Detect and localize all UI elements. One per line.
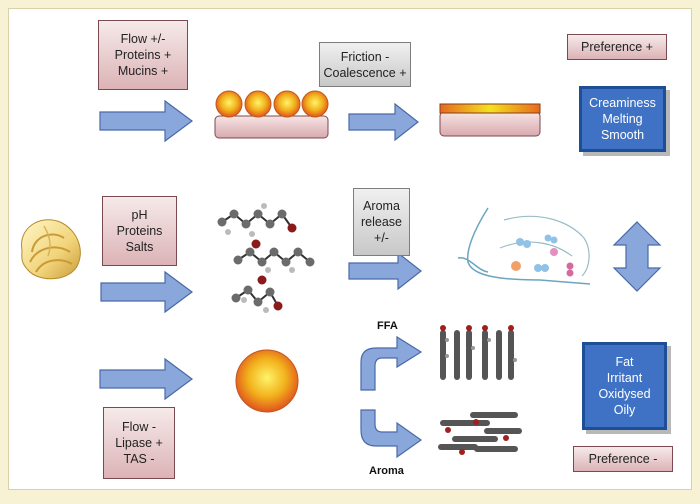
box-line: Flow -	[121, 420, 157, 434]
box-line: Aroma	[363, 199, 400, 213]
box-line: Proteins +	[114, 48, 172, 62]
box-line: Flow +/-	[120, 32, 166, 46]
box-line: Preference +	[581, 40, 653, 54]
box-line: Oily	[613, 403, 636, 417]
box-line: +/-	[374, 231, 389, 245]
arrow-row1-left	[99, 99, 194, 143]
box-line: release	[361, 215, 402, 229]
box-line: Salts	[125, 240, 154, 254]
box-line: Irritant	[606, 371, 643, 385]
curved-arrow-up	[360, 335, 423, 391]
creaminess-box: Creaminess Melting Smooth	[579, 86, 666, 152]
box-line: Smooth	[600, 128, 645, 142]
box-line: Melting	[602, 112, 643, 126]
fat-irritant-box: Fat Irritant Oxidysed Oily	[582, 342, 667, 430]
aroma-molecules-image	[438, 412, 522, 455]
box-line: Oxidysed	[598, 387, 651, 401]
flow-lipase-tas-box: Flow - Lipase + TAS -	[103, 407, 175, 479]
box-line: Creaminess	[589, 96, 656, 110]
flow-proteins-mucins-box: Flow +/- Proteins + Mucins +	[98, 20, 188, 90]
arrow-row2-left	[100, 270, 194, 314]
box-line: Proteins	[116, 224, 163, 238]
arrow-row1-middle	[348, 102, 419, 142]
box-line: Friction -	[340, 49, 390, 64]
preference-plus-box: Preference +	[567, 34, 667, 60]
large-fat-droplet	[235, 349, 299, 413]
droplets-on-plate	[214, 90, 329, 139]
box-line: Preference -	[588, 452, 658, 466]
butter-curl-image	[21, 219, 81, 280]
box-line: Coalescence +	[323, 65, 407, 80]
ffa-molecules-image	[440, 325, 517, 380]
preference-minus-box: Preference -	[573, 446, 673, 472]
molecules-image	[217, 203, 315, 313]
ffa-label: FFA	[377, 320, 398, 332]
coalesced-film-on-plate	[439, 103, 541, 137]
arrow-row2-middle	[348, 251, 422, 291]
box-line: Mucins +	[117, 64, 169, 78]
box-line: TAS -	[123, 452, 155, 466]
box-line: Lipase +	[115, 436, 163, 450]
ph-proteins-salts-box: pH Proteins Salts	[102, 196, 177, 266]
nasal-cavity-image	[457, 207, 591, 285]
double-arrow	[612, 221, 662, 292]
arrow-row3-left	[99, 357, 194, 401]
box-line: Fat	[615, 355, 634, 369]
box-line: pH	[131, 208, 148, 222]
aroma-label: Aroma	[369, 465, 404, 477]
friction-coalescence-box: Friction - Coalescence +	[319, 42, 411, 87]
curved-arrow-down	[360, 409, 423, 459]
aroma-release-box: Aroma release +/-	[353, 188, 410, 256]
